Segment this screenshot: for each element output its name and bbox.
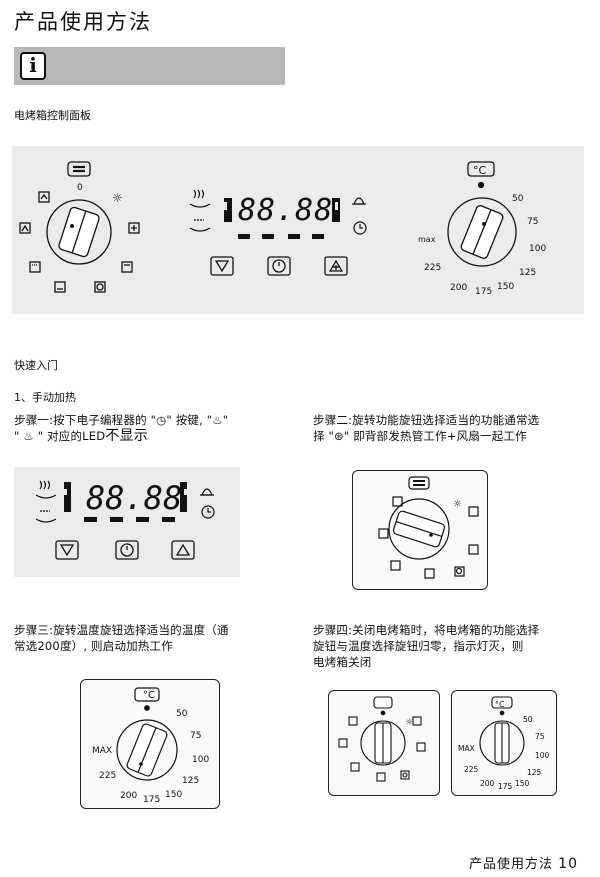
bell-icon xyxy=(353,197,365,205)
function-zero-label: 0 xyxy=(77,183,83,193)
step1-clock-button xyxy=(115,540,139,560)
step3-temp-150: 150 xyxy=(165,790,183,800)
info-bar xyxy=(14,47,285,85)
mode-icon-bottom-left xyxy=(29,261,41,273)
step1-text: 步骤一:按下电子编程器的 "◷" 按键, "♨" " ♨ " 对应的LED不显示 xyxy=(14,412,304,444)
step2-line2: 择 "⊛" 即背部发热管工作+风扇一起工作 xyxy=(313,429,527,443)
temp-mark-225: 225 xyxy=(424,263,442,273)
mode-icon-bottom-right xyxy=(121,261,133,273)
step3-temp-200: 200 xyxy=(120,791,138,801)
step1-down-button xyxy=(55,540,79,560)
temp-mark-125: 125 xyxy=(519,268,537,278)
mode-icon-right xyxy=(128,222,140,234)
function-knob xyxy=(46,199,112,265)
mode-icon-bottom xyxy=(54,281,66,293)
svg-text:☼: ☼ xyxy=(453,499,462,510)
step1-line1: 步骤一:按下电子编程器的 "◷" 按键, "♨" xyxy=(14,413,229,427)
step2-function-knob-drawing: ☼ xyxy=(378,476,479,579)
step4-text: 步骤四:关闭电烤箱时，将电烤箱的功能选择 旋钮与温度选择旋钮归零，指示灯灭，则 … xyxy=(313,622,593,670)
steam-icon-base xyxy=(189,203,211,208)
control-panel-drawing: ☼ 0 xyxy=(19,161,517,293)
step1-display-panel xyxy=(14,467,240,577)
steam-off-icon-base xyxy=(189,227,211,232)
page-footer: 产品使用方法 10 xyxy=(469,853,578,872)
step3-text: 步骤三:旋转温度旋钮选择适当的温度（通 常选200度）, 则启动加热工作 xyxy=(14,622,304,654)
steam-icon xyxy=(193,189,205,199)
up-button xyxy=(324,256,348,276)
step4-temperature-drawing xyxy=(479,696,525,766)
temperature-knob xyxy=(447,197,517,267)
step3-temp-50: 50 xyxy=(176,709,188,719)
step3-temp-175: 175 xyxy=(143,795,161,805)
temp-mark-175: 175 xyxy=(475,287,493,297)
step4-temp-75: 75 xyxy=(535,732,545,741)
step2-text: 步骤二:旋转功能旋钮选择适当的功能通常选 择 "⊛" 即背部发热管工作+风扇一起… xyxy=(313,412,593,444)
step4-temp-50: 50 xyxy=(523,715,533,724)
step3-temp-unit: °C xyxy=(143,690,155,701)
mode-icon-left xyxy=(19,222,31,234)
svg-text:☼: ☼ xyxy=(405,718,413,728)
mode-icon-fan xyxy=(94,281,106,293)
display-underline-dashes xyxy=(238,234,324,239)
temp-mark-100: 100 xyxy=(529,244,547,254)
temp-mark-150: 150 xyxy=(497,282,515,292)
step3-line2: 常选200度）, 则启动加热工作 xyxy=(14,639,173,653)
svg-text:☼: ☼ xyxy=(112,191,123,205)
panel-label: 电烤箱控制面板 xyxy=(14,109,91,122)
step2-line1: 步骤二:旋转功能旋钮选择适当的功能通常选 xyxy=(313,413,540,427)
step4-line1: 步骤四:关闭电烤箱时，将电烤箱的功能选择 xyxy=(313,623,540,637)
footer-text: 产品使用方法 xyxy=(469,857,554,872)
step4-temp-unit: °C xyxy=(495,700,505,709)
temperature-header-icon xyxy=(467,161,495,177)
step1-line2: " ♨ " 对应的LED不显示 xyxy=(14,428,304,444)
step4-function-knob-drawing: ☼ xyxy=(338,696,426,782)
clock-button xyxy=(267,256,291,276)
page-title: 产品使用方法 xyxy=(14,10,152,34)
temp-mark-75: 75 xyxy=(527,217,539,227)
step3-temp-75: 75 xyxy=(190,731,202,741)
step3-temp-100: 100 xyxy=(192,755,210,765)
step1-up-button xyxy=(171,540,195,560)
display-left-bar xyxy=(224,198,232,222)
step4-temp-max: MAX xyxy=(458,744,475,753)
step1-line2b: 不显示 xyxy=(105,428,148,444)
step3-temp-225: 225 xyxy=(99,771,117,781)
display-digits: 88.88 xyxy=(238,193,334,228)
control-panel: ☼ 0 xyxy=(12,146,584,314)
step2-function-knob-panel: ☼ xyxy=(352,470,488,590)
step3-temperature-drawing xyxy=(116,687,178,781)
step4-temp-125: 125 xyxy=(527,768,542,777)
down-button xyxy=(210,256,234,276)
function-header-icon xyxy=(67,161,91,177)
temperature-unit: °C xyxy=(473,164,487,177)
step3-line1: 步骤三:旋转温度旋钮选择适当的温度（通 xyxy=(14,623,229,637)
step3-temp-max: MAX xyxy=(92,746,113,756)
step4-function-knob-panel: ☼ xyxy=(328,690,440,796)
quick-start-heading: 快速入门 xyxy=(14,359,58,372)
step4-temp-175: 175 xyxy=(498,782,513,791)
step1-display-digits: 88.88 xyxy=(86,479,183,517)
step1-line2a: " ♨ " 对应的LED xyxy=(14,429,106,443)
step4-temp-150: 150 xyxy=(515,779,530,788)
temp-mark-200: 200 xyxy=(450,283,468,293)
step4-temp-100: 100 xyxy=(535,751,550,760)
step4-line2: 旋钮与温度选择旋钮归零，指示灯灭，则 xyxy=(313,639,524,653)
step4-temperature-panel xyxy=(451,690,557,796)
step1-display-drawing xyxy=(35,480,215,560)
step3-temperature-panel xyxy=(80,679,220,809)
step4-temp-200: 200 xyxy=(480,779,495,788)
info-icon: i xyxy=(20,52,46,80)
step4-line3: 电烤箱关闭 xyxy=(313,655,372,669)
step3-temp-125: 125 xyxy=(182,776,200,786)
page-number: 10 xyxy=(558,856,578,872)
manual-heating-heading: 1、手动加热 xyxy=(14,391,76,404)
temp-mark-50: 50 xyxy=(512,194,524,204)
clock-icon xyxy=(353,221,367,235)
step4-temp-225: 225 xyxy=(464,765,479,774)
temp-mark-max: max xyxy=(418,235,436,244)
mode-icon-top-left xyxy=(38,191,50,203)
